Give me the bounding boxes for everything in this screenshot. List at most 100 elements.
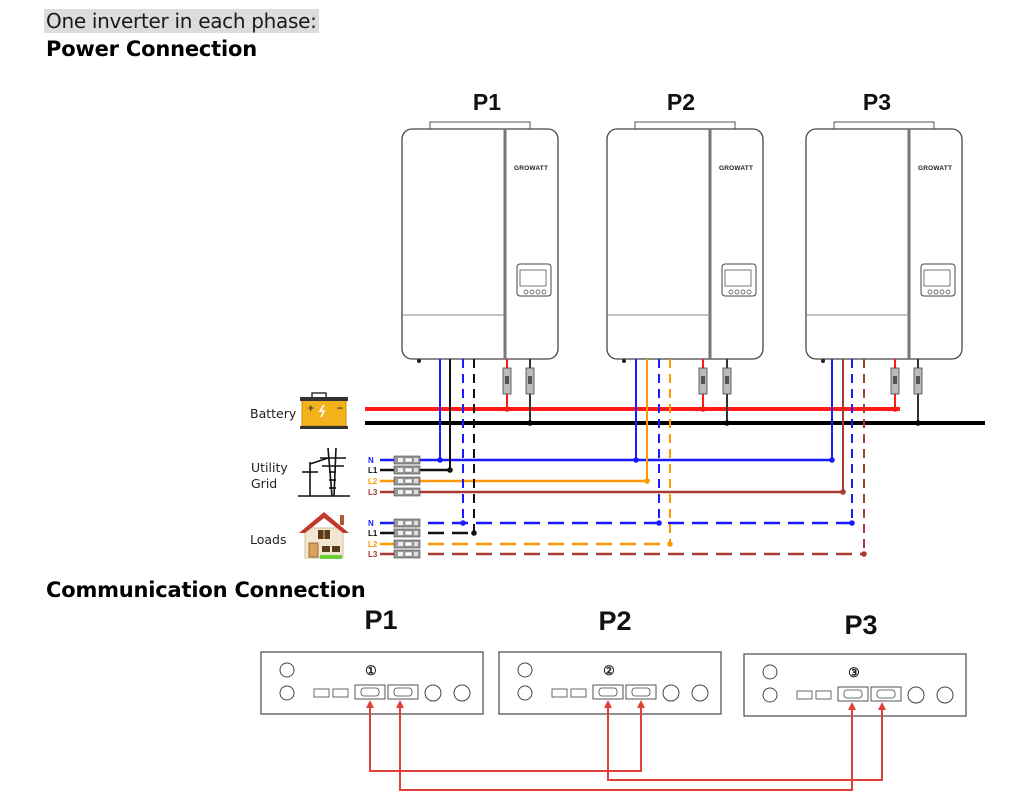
dry-contact-port bbox=[570, 688, 587, 698]
terminal-screw bbox=[414, 552, 418, 556]
terminal-window bbox=[404, 457, 413, 463]
display-frame bbox=[721, 263, 757, 297]
terminal-window bbox=[404, 520, 413, 526]
dry-contact-port bbox=[313, 688, 330, 698]
arrow-head bbox=[366, 700, 374, 708]
terminal-screw bbox=[414, 531, 418, 535]
breaker-switch bbox=[725, 376, 729, 384]
battery-neg-junction bbox=[915, 420, 921, 426]
arrow-head bbox=[848, 702, 856, 710]
wire-label-l1: L1 bbox=[368, 466, 378, 475]
foot bbox=[417, 359, 421, 363]
house-icon bbox=[299, 512, 349, 559]
junction-dot bbox=[633, 457, 639, 463]
port-hole bbox=[907, 686, 925, 704]
junction-dot bbox=[471, 530, 477, 536]
control-button bbox=[939, 289, 945, 295]
control-button bbox=[933, 289, 939, 295]
junction-dot bbox=[861, 551, 867, 557]
inverter-label-p2: P2 bbox=[667, 89, 695, 115]
terminal-screw bbox=[398, 479, 403, 483]
db9-port-2 bbox=[870, 686, 902, 702]
db9-port-1 bbox=[837, 686, 869, 702]
inverter-p1: GROWATT bbox=[401, 121, 559, 363]
dry-contact-port bbox=[815, 690, 832, 700]
battery-neg-junction bbox=[527, 420, 533, 426]
breaker-switch bbox=[505, 376, 509, 384]
terminal-screw bbox=[398, 542, 403, 546]
port-hole bbox=[762, 687, 778, 703]
svg-text:+: + bbox=[307, 404, 315, 414]
control-button bbox=[529, 289, 535, 295]
terminal-window bbox=[404, 541, 413, 547]
battery-neg-junction bbox=[724, 420, 730, 426]
terminal-window bbox=[404, 467, 413, 473]
control-button bbox=[728, 289, 734, 295]
port-hole bbox=[453, 684, 471, 702]
mounting-bracket bbox=[634, 121, 736, 131]
wire-label-l3: L3 bbox=[368, 488, 378, 497]
junction-dot bbox=[447, 467, 453, 473]
display-frame bbox=[516, 263, 552, 297]
port-hole bbox=[762, 664, 778, 680]
battery-pos-junction bbox=[504, 406, 510, 412]
junction-dot bbox=[644, 478, 650, 484]
lcd-screen bbox=[519, 269, 547, 287]
junction-dot bbox=[829, 457, 835, 463]
battery-pos-junction bbox=[892, 406, 898, 412]
brand-logo: GROWATT bbox=[918, 165, 952, 172]
comm-cable-p1-p3 bbox=[399, 702, 853, 791]
brand-logo: GROWATT bbox=[719, 165, 753, 172]
inverter-body bbox=[401, 128, 559, 360]
terminal-screw bbox=[414, 468, 418, 472]
comm-number: ③ bbox=[848, 666, 860, 681]
inverter-p3: GROWATT bbox=[805, 121, 963, 363]
arrow-head bbox=[637, 700, 645, 708]
wire-label-n: N bbox=[368, 519, 374, 528]
wire-label-l2: L2 bbox=[368, 540, 378, 549]
foot bbox=[821, 359, 825, 363]
loads-label: Loads bbox=[250, 532, 287, 547]
svg-text:−: − bbox=[336, 404, 344, 414]
port-hole bbox=[279, 685, 295, 701]
terminal-window bbox=[404, 530, 413, 536]
battery-icon: + − bbox=[300, 392, 348, 429]
port-hole bbox=[691, 684, 709, 702]
db9-port-2 bbox=[387, 684, 419, 700]
terminal-screw bbox=[398, 458, 403, 462]
port-hole bbox=[517, 685, 533, 701]
grid-label-line1: Utility bbox=[251, 460, 288, 475]
breaker-switch bbox=[893, 376, 897, 384]
arrow-head bbox=[878, 702, 886, 710]
display-frame bbox=[920, 263, 956, 297]
port-hole bbox=[424, 684, 442, 702]
db9-port-1 bbox=[592, 684, 624, 700]
comm-panel bbox=[743, 653, 967, 717]
breaker-switch bbox=[701, 376, 705, 384]
control-button bbox=[746, 289, 752, 295]
control-button bbox=[541, 289, 547, 295]
comm-number: ② bbox=[603, 664, 615, 679]
inverter-p2: GROWATT bbox=[606, 121, 764, 363]
junction-dot bbox=[849, 520, 855, 526]
control-button bbox=[523, 289, 529, 295]
terminal-screw bbox=[398, 521, 403, 525]
foot bbox=[622, 359, 626, 363]
junction-dot bbox=[656, 520, 662, 526]
port-hole bbox=[279, 662, 295, 678]
arrow-head bbox=[604, 700, 612, 708]
terminal-screw bbox=[414, 521, 418, 525]
comm-label-p3: P3 bbox=[844, 610, 877, 640]
terminal-screw bbox=[414, 458, 418, 462]
terminal-screw bbox=[414, 490, 418, 494]
lcd-screen bbox=[923, 269, 951, 287]
db9-connector bbox=[598, 687, 618, 697]
power-connection-title: Power Connection bbox=[46, 37, 257, 61]
db9-port-1 bbox=[354, 684, 386, 700]
wire-label-l3: L3 bbox=[368, 550, 378, 559]
comm-cable-p1-p2 bbox=[369, 702, 642, 772]
wire-label-l1: L1 bbox=[368, 529, 378, 538]
junction-dot bbox=[460, 520, 466, 526]
terminal-screw bbox=[398, 490, 403, 494]
